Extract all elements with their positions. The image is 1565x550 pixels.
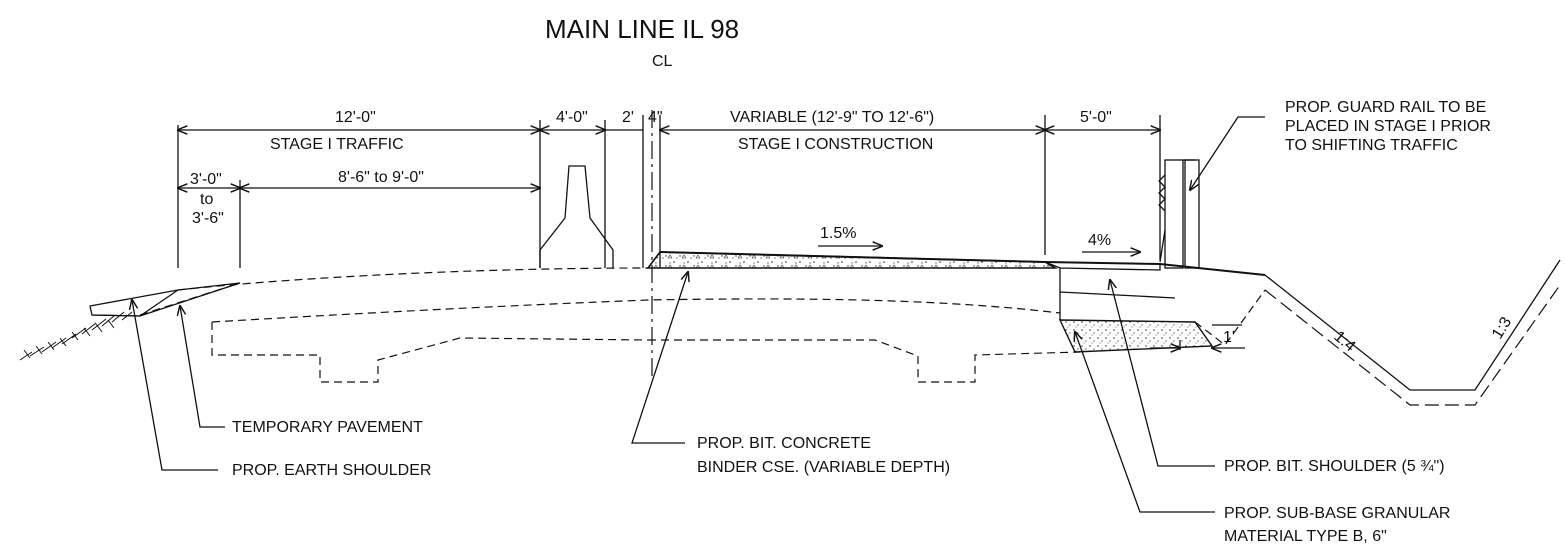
centerline-label: CL <box>652 53 673 70</box>
dim-gap-2: 2' <box>622 109 634 126</box>
callout-guard-rail-1: PROP. GUARD RAIL TO BE <box>1285 99 1486 116</box>
dimension-barrier: 4'-0" <box>540 109 605 268</box>
earth-hatching <box>19 311 133 361</box>
dimension-lane: 8'-6" to 9'-0" <box>240 169 540 188</box>
callout-subbase-1: PROP. SUB-BASE GRANULAR <box>1224 505 1450 522</box>
slope-shoulder: 4% <box>1088 232 1111 249</box>
shoulder-inner-line <box>1059 291 1176 299</box>
dim-construction-width: VARIABLE (12'-9" TO 12'-6") <box>730 109 934 126</box>
dimension-gaps: 2' 4" <box>605 109 663 268</box>
dim-lane-width: 8'-6" to 9'-0" <box>338 169 424 186</box>
callout-temporary-pavement-text: TEMPORARY PAVEMENT <box>232 419 423 436</box>
ditch-profile-subgrade <box>1264 284 1561 406</box>
existing-pavement-top <box>177 267 649 291</box>
existing-base-right <box>648 339 1081 383</box>
callout-binder-1: PROP. BIT. CONCRETE <box>697 435 871 452</box>
concrete-barrier <box>539 165 614 268</box>
pavement-top-line <box>659 251 1266 276</box>
callout-earth-shoulder-text: PROP. EARTH SHOULDER <box>232 462 431 479</box>
callout-subbase: PROP. SUB-BASE GRANULAR MATERIAL TYPE B,… <box>1075 332 1450 545</box>
dimension-shoulder: 5'-0" <box>1045 109 1160 260</box>
ditch-profile <box>1264 259 1561 391</box>
dimension-stage-traffic: 12'-0" STAGE I TRAFFIC <box>178 109 540 268</box>
callout-binder-2: BINDER CSE. (VARIABLE DEPTH) <box>697 459 950 476</box>
guard-rail <box>1158 159 1200 269</box>
dim-construction-label: STAGE I CONSTRUCTION <box>738 136 933 153</box>
dim-earth-shoulder-1: 3'-0" <box>190 171 222 188</box>
dimension-construction: VARIABLE (12'-9" TO 12'-6") STAGE I CONS… <box>660 109 1045 255</box>
existing-pavement-bottom <box>211 298 1061 323</box>
callout-temporary-pavement: TEMPORARY PAVEMENT <box>180 306 423 436</box>
subgrade-right <box>1194 289 1266 346</box>
slope-pavement: 1.5% <box>820 225 856 242</box>
callout-bit-shoulder-text: PROP. BIT. SHOULDER (5 ¾") <box>1224 458 1445 475</box>
earth-shoulder-slope <box>91 282 241 317</box>
slope-foreslope: 1:4 <box>1330 328 1358 355</box>
offset-label: 1' <box>1223 329 1235 346</box>
callout-bit-shoulder: PROP. BIT. SHOULDER (5 ¾") <box>1110 280 1445 475</box>
subbase-granular <box>1058 319 1214 353</box>
callout-guard-rail-2: PLACED IN STAGE I PRIOR <box>1285 118 1491 135</box>
slope-backslope: 1:3 <box>1489 314 1515 342</box>
diagram-title: MAIN LINE IL 98 <box>545 14 739 44</box>
dim-stage-traffic-width: 12'-0" <box>335 109 376 126</box>
callout-guard-rail-3: TO SHIFTING TRAFFIC <box>1285 137 1458 154</box>
dim-shoulder-width: 5'-0" <box>1080 109 1112 126</box>
dimension-earth-shoulder: 3'-0" to 3'-6" <box>178 171 240 268</box>
offset-dimension: 1' <box>1150 324 1245 350</box>
callout-earth-shoulder: PROP. EARTH SHOULDER <box>132 300 431 479</box>
callout-binder: PROP. BIT. CONCRETE BINDER CSE. (VARIABL… <box>631 272 950 476</box>
callout-guard-rail: PROP. GUARD RAIL TO BE PLACED IN STAGE I… <box>1190 99 1491 190</box>
callout-subbase-2: MATERIAL TYPE B, 6" <box>1224 528 1387 545</box>
existing-base-left <box>211 322 649 383</box>
dim-earth-shoulder-2: to <box>200 191 213 208</box>
bit-shoulder <box>1044 261 1161 320</box>
dim-earth-shoulder-3: 3'-6" <box>192 210 224 227</box>
dim-barrier-width: 4'-0" <box>556 109 588 126</box>
dim-gap-4: 4" <box>648 109 663 126</box>
dim-stage-traffic-label: STAGE I TRAFFIC <box>270 136 404 153</box>
